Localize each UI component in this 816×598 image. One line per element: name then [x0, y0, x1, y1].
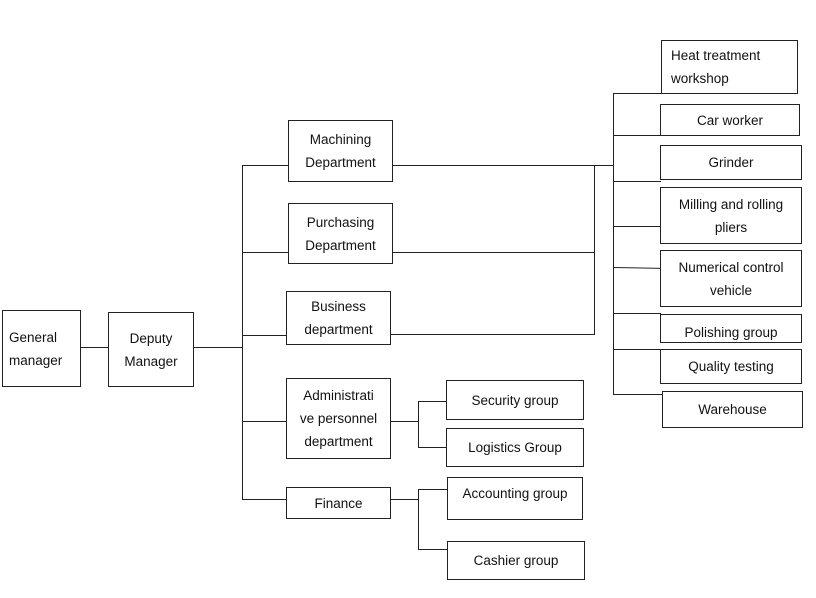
connector-workshop-trunk: [613, 93, 614, 395]
logistics-group-box: Logistics Group: [446, 428, 584, 467]
milling-box: Milling and rolling pliers: [660, 187, 802, 244]
accounting-group-label: Accounting group: [462, 486, 568, 501]
heat-treatment-box: Heat treatment workshop: [661, 40, 798, 94]
machining-department-box: Machining Department: [288, 120, 393, 182]
warehouse-box: Warehouse: [662, 391, 803, 428]
connector-polishing: [613, 313, 661, 314]
connector-finance: [242, 499, 287, 500]
connector-accounting: [418, 489, 448, 490]
polishing-group-box: Polishing group: [660, 314, 802, 343]
connector-right-inner-trunk: [594, 165, 595, 335]
general-manager-box: General manager: [2, 310, 81, 387]
car-worker-label: Car worker: [696, 112, 763, 128]
connector-finance-out: [390, 499, 419, 500]
connector-milling: [613, 226, 661, 227]
connector-purchasing: [242, 252, 289, 253]
connector-machining-right: [392, 165, 614, 166]
warehouse-label: Warehouse: [698, 402, 767, 417]
connector-business-right: [390, 334, 595, 335]
purchasing-department-label: Purchasing Department: [305, 214, 376, 253]
connector-nc: [612, 267, 662, 269]
numerical-control-label: Numerical control vehicle: [678, 259, 784, 298]
deputy-manager-label: Deputy Manager: [124, 330, 178, 369]
milling-label: Milling and rolling pliers: [678, 196, 784, 235]
connector-business: [242, 335, 287, 336]
grinder-label: Grinder: [708, 155, 754, 170]
car-worker-box: Car worker: [660, 104, 800, 136]
connector-grinder: [613, 181, 661, 182]
numerical-control-box: Numerical control vehicle: [660, 250, 802, 307]
machining-department-label: Machining Department: [305, 132, 376, 170]
connector-gm-deputy: [80, 347, 109, 348]
finance-label: Finance: [314, 495, 363, 511]
connector-security: [418, 401, 446, 402]
connector-logistics: [418, 447, 446, 448]
connector-admin: [242, 421, 287, 422]
connector-quality: [613, 349, 661, 350]
quality-testing-label: Quality testing: [688, 359, 774, 374]
connector-deputy-trunk: [193, 347, 243, 348]
connector-warehouse: [613, 394, 663, 395]
connector-finance-trunk: [418, 489, 419, 550]
business-department-label: Business department: [304, 299, 373, 337]
logistics-group-label: Logistics Group: [468, 440, 562, 455]
connector-machining: [242, 165, 289, 166]
general-manager-label: General manager: [9, 329, 63, 368]
connector-car: [613, 135, 661, 136]
cashier-group-label: Cashier group: [473, 553, 559, 568]
connector-purchasing-right: [392, 252, 595, 253]
cashier-group-box: Cashier group: [447, 541, 585, 580]
connector-admin-out: [390, 421, 419, 422]
deputy-manager-box: Deputy Manager: [108, 312, 194, 387]
accounting-group-box: Accounting group: [447, 477, 583, 520]
security-group-label: Security group: [471, 392, 559, 408]
purchasing-department-box: Purchasing Department: [288, 203, 393, 264]
grinder-box: Grinder: [660, 145, 802, 180]
connector-cashier: [418, 549, 448, 550]
administrative-department-label: Administrati ve personnel department: [299, 388, 378, 449]
connector-admin-trunk: [418, 401, 419, 447]
heat-treatment-label: Heat treatment workshop: [671, 48, 761, 86]
polishing-group-label: Polishing group: [684, 325, 778, 340]
finance-box: Finance: [286, 487, 391, 519]
connector-dept-trunk: [242, 165, 243, 500]
connector-heat: [613, 93, 662, 94]
business-department-box: Business department: [286, 291, 391, 345]
security-group-box: Security group: [446, 380, 584, 420]
administrative-department-box: Administrati ve personnel department: [286, 378, 391, 459]
quality-testing-box: Quality testing: [660, 349, 802, 384]
